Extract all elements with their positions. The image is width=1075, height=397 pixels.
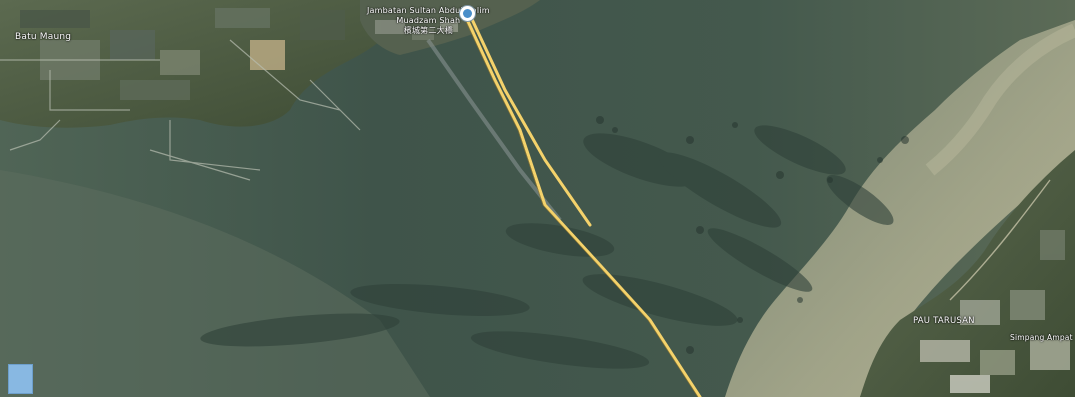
map-layer-toggle-icon[interactable] [8,364,33,394]
coast-road-right [949,179,1051,301]
place-label-right: PAU TARUSAN [913,316,975,326]
town-blocks [375,20,458,40]
bridge-label-line3: 檳城第二大橋 [403,26,453,35]
bridge-label: Jambatan Sultan Abdul Halim Muadzam Shah… [367,6,490,36]
shallow-water-area [725,20,1075,397]
bridge-label-line1: Jambatan Sultan Abdul Halim [367,6,490,15]
land-bottom-right [860,150,1075,397]
bridge-label-line2: Muadzam Shah [396,16,461,25]
bridge-road-outline [462,14,699,397]
place-label-right2: Simpang Ampat [1010,333,1073,342]
bridge-road [463,13,702,397]
reef-patches [200,125,894,369]
reef-dots [596,116,909,354]
location-pin-icon[interactable] [459,5,476,22]
shallow-water-edge [925,23,1075,176]
location-pin-dot [463,9,472,18]
land-roads [0,39,361,181]
town-blocks-right [920,230,1070,393]
place-label-left: Batu Maung [15,32,72,42]
